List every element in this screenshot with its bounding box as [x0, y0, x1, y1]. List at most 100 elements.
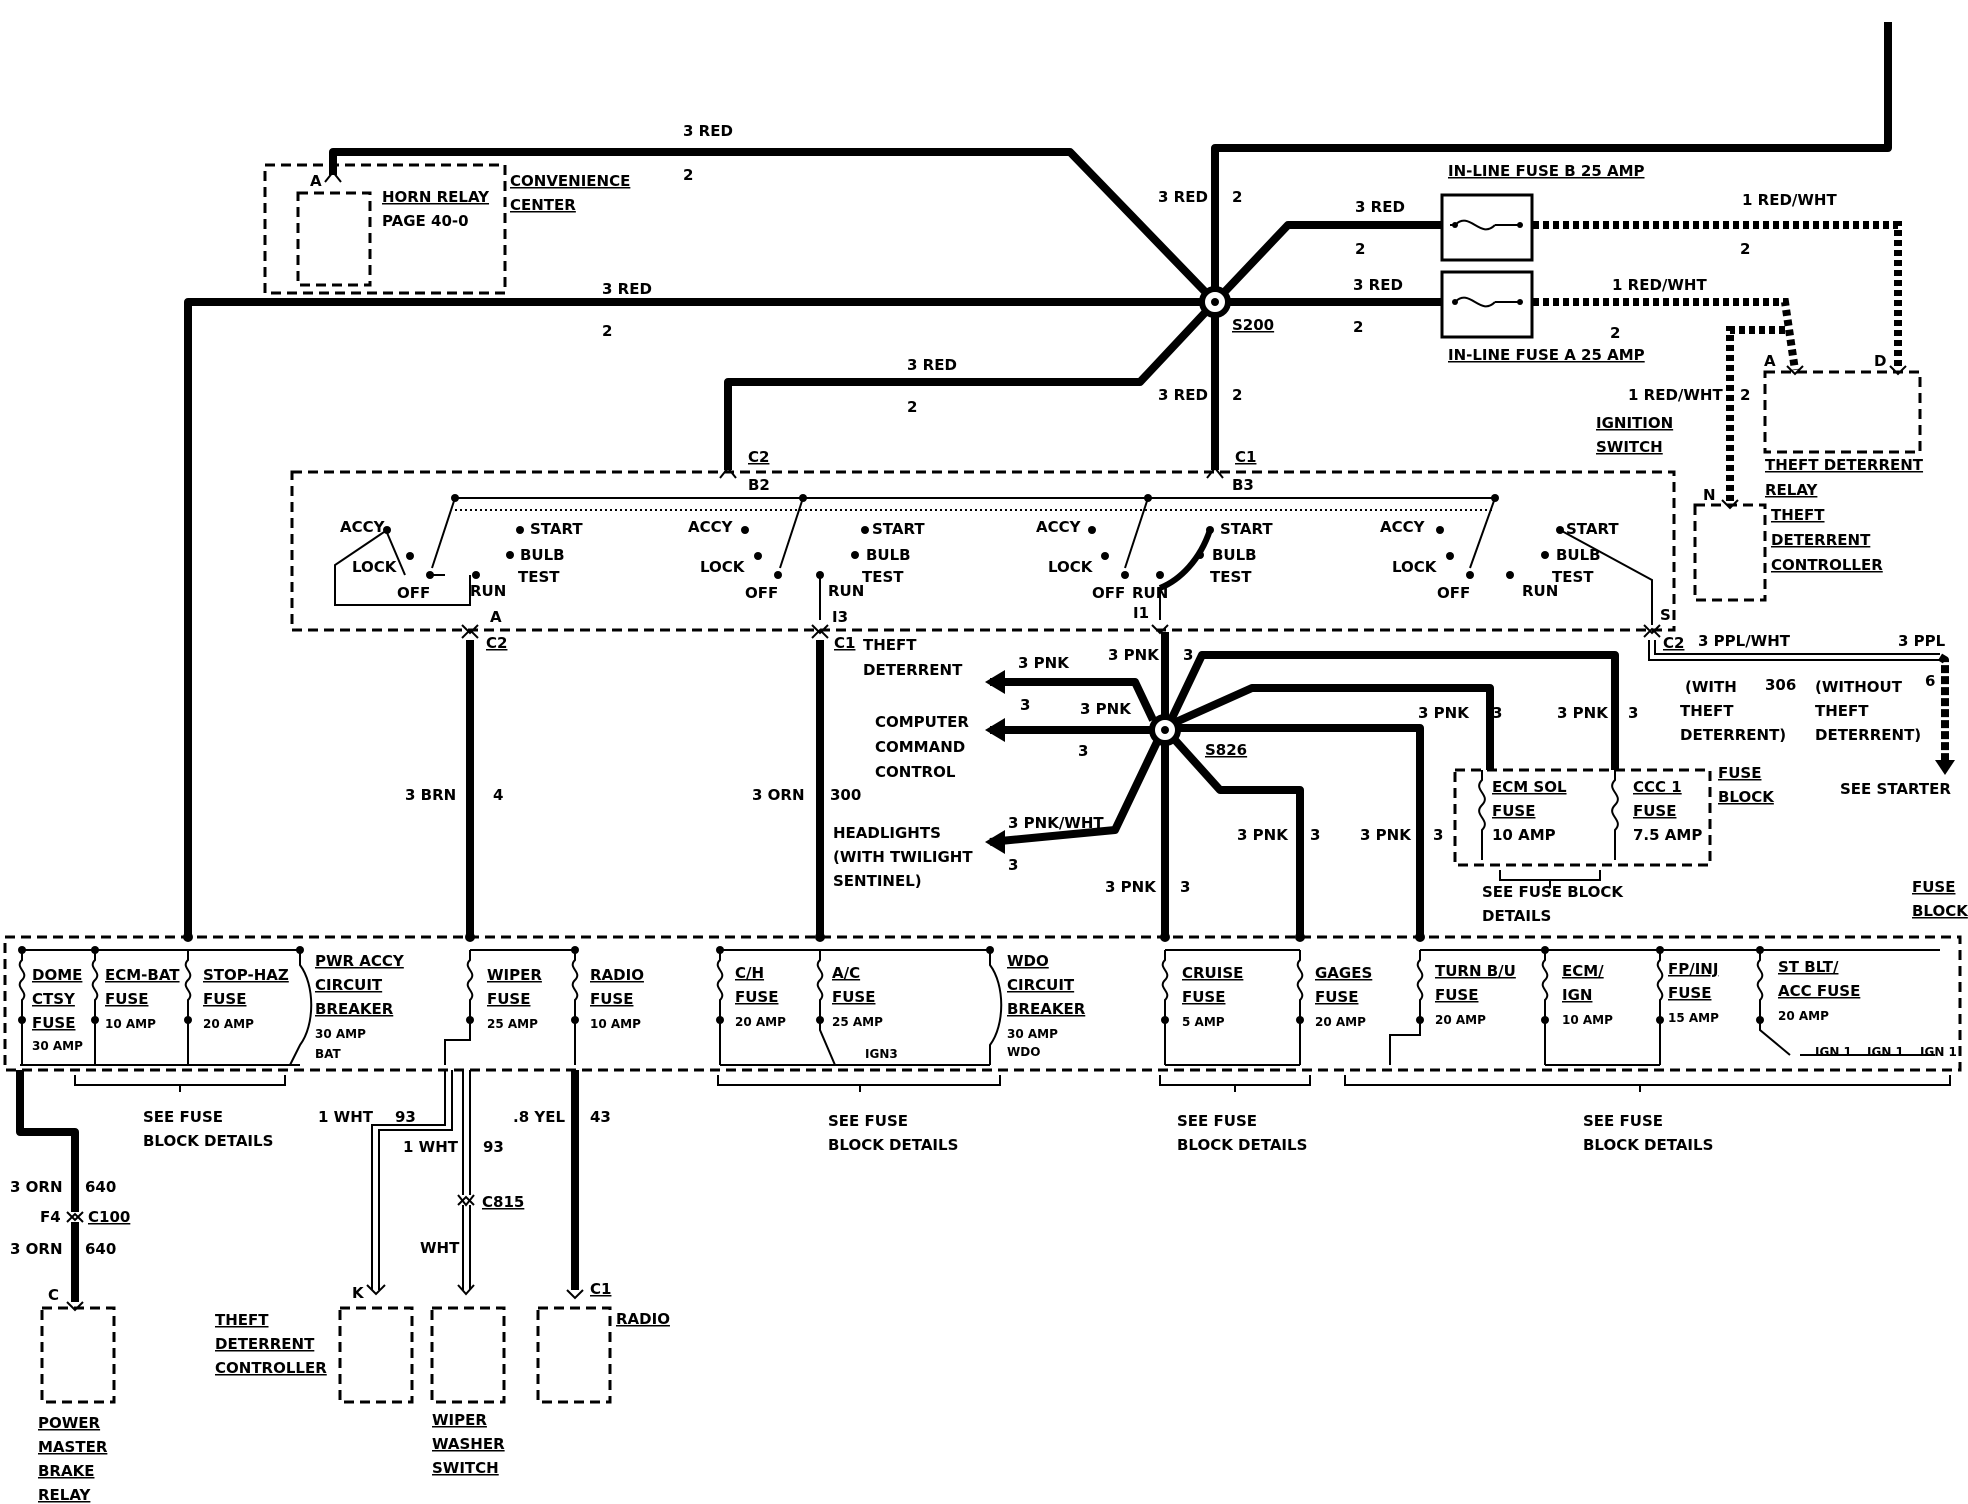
- pnk-ccc-label: 3 PNK: [1080, 700, 1132, 718]
- inline-fuse-a-label: IN-LINE FUSE A 25 AMP: [1448, 346, 1645, 364]
- bulb-3: BULB: [1212, 546, 1257, 564]
- cruise-3: 5 AMP: [1182, 1015, 1225, 1029]
- pnk-ccc1-num: 3: [1628, 704, 1638, 722]
- see-2-line1: SEE FUSE: [828, 1112, 908, 1130]
- bulb-1: BULB: [520, 546, 565, 564]
- ignition-label-2: SWITCH: [1596, 438, 1663, 456]
- convenience-center-box: [263, 163, 507, 295]
- convenience-label: CONVENIENCE: [510, 172, 630, 190]
- wire-pnk-gages: [1172, 737, 1304, 937]
- inset-fuse-block-label-2: BLOCK: [1718, 788, 1775, 806]
- test-3: TEST: [1210, 568, 1252, 586]
- with-label-3: DETERRENT): [1680, 726, 1786, 744]
- redwht-b-label: 1 RED/WHT: [1742, 191, 1837, 209]
- ecm-sol-fuse: FUSE: [1492, 802, 1535, 820]
- c2-s-label: C2: [1663, 634, 1684, 652]
- fuse-block-title-1: FUSE: [1912, 878, 1955, 896]
- see-4-line1: SEE FUSE: [1583, 1112, 1663, 1130]
- with-label-2: THEFT: [1680, 702, 1734, 720]
- see-1-line2: BLOCK DETAILS: [143, 1132, 273, 1150]
- center-label: CENTER: [510, 196, 576, 214]
- horn-relay-connector: [324, 170, 342, 183]
- turn-1: TURN B/U: [1435, 962, 1516, 980]
- radio-fuse-3: 10 AMP: [590, 1017, 641, 1031]
- wws-2: WASHER: [432, 1435, 505, 1453]
- cruise-1: CRUISE: [1182, 964, 1243, 982]
- horn-page-label: PAGE 40-0: [382, 212, 469, 230]
- horn-relay-label: HORN RELAY: [382, 188, 490, 206]
- wire-pnk-turn: [1177, 724, 1424, 937]
- wiper-1: WIPER: [487, 966, 542, 984]
- wire-orn-640: [16, 1070, 79, 1212]
- pnk-cruise-label: 3 PNK: [1105, 878, 1157, 896]
- see-3-line2: BLOCK DETAILS: [1177, 1136, 1307, 1154]
- ch-2: FUSE: [735, 988, 778, 1006]
- red-c2-label: 3 RED: [907, 356, 957, 374]
- theft-ctrl-label-2: DETERRENT: [1771, 531, 1871, 549]
- wdo-5: WDO: [1007, 1045, 1040, 1059]
- wht-label: WHT: [420, 1239, 460, 1257]
- lock-3: LOCK: [1048, 558, 1094, 576]
- see-fb-label-1: SEE FUSE BLOCK: [1482, 883, 1624, 901]
- ignition-label-1: IGNITION: [1596, 414, 1673, 432]
- ecm-sol-label: ECM SOL: [1492, 778, 1567, 796]
- st-blt-2: ACC FUSE: [1778, 982, 1860, 1000]
- pnkwht-label: 3 PNK/WHT: [1008, 814, 1104, 832]
- test-1: TEST: [518, 568, 560, 586]
- wire-red-fuse-b: [1212, 221, 1442, 305]
- wire-redwht-a: [1533, 298, 1799, 371]
- radio-box: [536, 1306, 612, 1404]
- radio-label: RADIO: [616, 1310, 670, 1328]
- middle-section: C2 C1 C2 3 BRN 4 3 ORN 300 3 PNK 3 S826 …: [405, 627, 1955, 937]
- see-fb-label-2: DETAILS: [1482, 907, 1551, 925]
- horn-pin: A: [310, 172, 322, 190]
- radio-fuse-2: FUSE: [590, 990, 633, 1008]
- see-4-line2: BLOCK DETAILS: [1583, 1136, 1713, 1154]
- run-2: RUN: [828, 582, 864, 600]
- run-3: RUN: [1132, 584, 1168, 602]
- wire-red-up: [1211, 22, 1892, 302]
- pnk-gages-num: 3: [1310, 826, 1320, 844]
- pnk-ecm-label: 3 PNK: [1418, 704, 1470, 722]
- ppl-wht-label: 3 PPL/WHT: [1698, 632, 1791, 650]
- red-up-num: 2: [1232, 188, 1242, 206]
- off-4: OFF: [1437, 584, 1470, 602]
- wdo-1: WDO: [1007, 952, 1049, 970]
- redwht-a-label: 1 RED/WHT: [1612, 276, 1707, 294]
- pmb-4: RELAY: [38, 1486, 92, 1504]
- gages-3: 20 AMP: [1315, 1015, 1366, 1029]
- test-2: TEST: [862, 568, 904, 586]
- pwr-accy-2: CIRCUIT: [315, 976, 383, 994]
- pwr-accy-4: 30 AMP: [315, 1027, 366, 1041]
- wdo-3: BREAKER: [1007, 1000, 1086, 1018]
- ignition-switch: C2 B2 C1 B3 ACCY LOCK OFF RUN START BULB…: [290, 448, 1676, 635]
- ac-1: A/C: [832, 964, 860, 982]
- see-1-line1: SEE FUSE: [143, 1108, 223, 1126]
- wire-pnk-headlight: [989, 740, 1161, 846]
- switch-pin-a: A: [490, 608, 502, 626]
- pwr-accy-5: BAT: [315, 1047, 342, 1061]
- theft-ctrl-label-1: THEFT: [1771, 506, 1825, 524]
- pnk-cruise-num: 3: [1180, 878, 1190, 896]
- dome-4: 30 AMP: [32, 1039, 83, 1053]
- start-4: START: [1566, 520, 1619, 538]
- accy-4: ACCY: [1380, 518, 1426, 536]
- start-2: START: [872, 520, 925, 538]
- stop-haz-1: STOP-HAZ: [203, 966, 289, 984]
- inline-fuse-b-box: [1440, 193, 1534, 262]
- pnk-ccc1-label: 3 PNK: [1557, 704, 1609, 722]
- with-num: 306: [1765, 676, 1796, 694]
- wiper-washer-switch-box: [430, 1306, 506, 1404]
- with-label-1: (WITH: [1685, 678, 1737, 696]
- pnk-top-num: 3: [1183, 646, 1193, 664]
- ecm-sol-amp: 10 AMP: [1492, 826, 1556, 844]
- headlights-label-3: SENTINEL): [833, 872, 922, 890]
- power-master-brake-relay-box: [40, 1306, 116, 1404]
- red-left-label: 3 RED: [602, 280, 652, 298]
- cruise-2: FUSE: [1182, 988, 1225, 1006]
- st-blt-3: 20 AMP: [1778, 1009, 1829, 1023]
- accy-2: ACCY: [688, 518, 734, 536]
- tdc-3: CONTROLLER: [215, 1359, 327, 1377]
- redwht-n-num: 2: [1740, 386, 1750, 404]
- pmb-1: POWER: [38, 1414, 101, 1432]
